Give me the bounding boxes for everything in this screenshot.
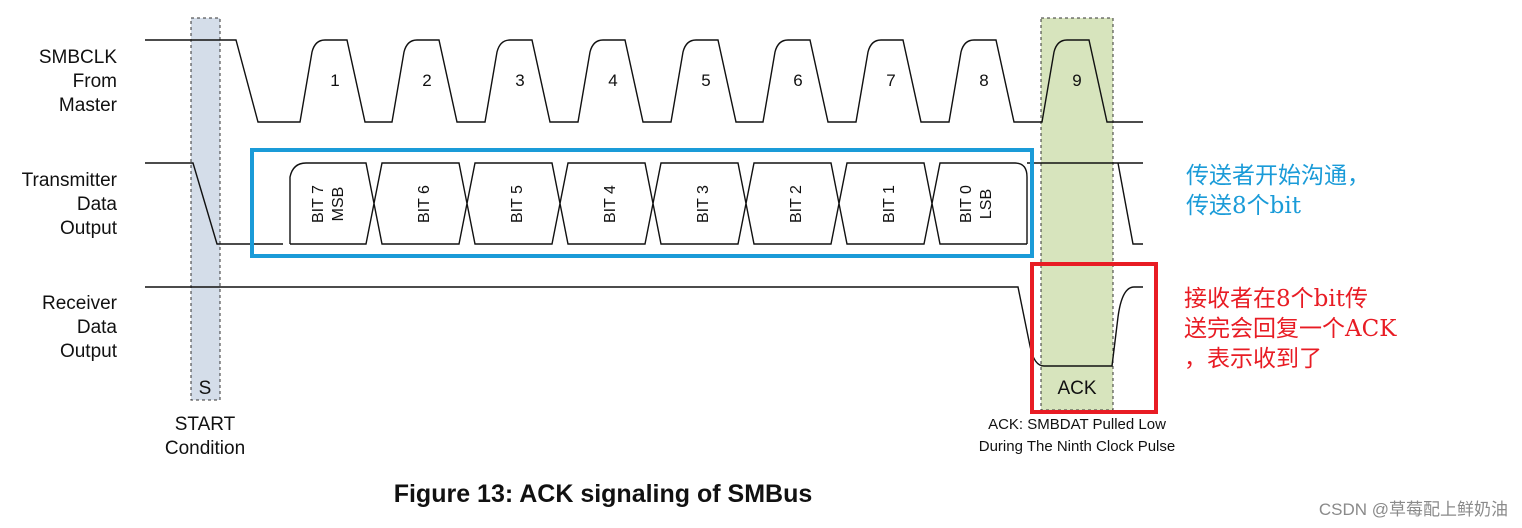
svg-text:START: START [175, 414, 236, 435]
svg-text:From: From [73, 71, 117, 92]
svg-text:Data: Data [77, 317, 118, 338]
clock-pulse-numbers: 1 2 3 4 5 6 7 8 9 [330, 71, 1081, 90]
clock-pulse-number: 3 [515, 71, 524, 90]
ack-description-label: ACK: SMBDAT Pulled Low During The Ninth … [979, 416, 1175, 455]
receiver-label: Receiver Data Output [42, 293, 118, 362]
transmitter-note: 传送者开始沟通， 传送8个bit [1186, 163, 1370, 219]
receiver-ack-highlight-box [1030, 262, 1158, 414]
clock-pulse-number: 2 [422, 71, 431, 90]
svg-text:BIT 7: BIT 7 [310, 185, 327, 223]
receiver-waveform [145, 286, 1143, 367]
svg-text:ACK: SMBDAT Pulled Low: ACK: SMBDAT Pulled Low [988, 416, 1166, 433]
svg-text:BIT 6: BIT 6 [416, 185, 433, 223]
svg-text:，表示收到了: ，表示收到了 [1184, 346, 1322, 372]
svg-text:Data: Data [77, 194, 118, 215]
clock-pulse-number: 5 [701, 71, 710, 90]
transmitter-label: Transmitter Data Output [22, 170, 118, 239]
watermark: CSDN @草莓配上鲜奶油 [1319, 500, 1508, 519]
svg-text:SMBCLK: SMBCLK [39, 47, 117, 68]
svg-text:BIT 4: BIT 4 [602, 185, 619, 223]
svg-text:BIT 1: BIT 1 [881, 185, 898, 223]
svg-text:During The Ninth Clock Pulse: During The Ninth Clock Pulse [979, 438, 1175, 455]
svg-text:Output: Output [60, 218, 118, 239]
svg-text:Master: Master [59, 95, 118, 116]
svg-text:传送8个bit: 传送8个bit [1186, 193, 1302, 219]
svg-text:MSB: MSB [330, 187, 347, 222]
clock-pulse-number: 8 [979, 71, 988, 90]
bit-label: BIT 6 [416, 185, 433, 223]
svg-text:BIT 3: BIT 3 [695, 185, 712, 223]
svg-text:BIT 0: BIT 0 [958, 185, 975, 223]
bit-label: BIT 2 [788, 185, 805, 223]
svg-text:LSB: LSB [978, 189, 995, 219]
transmitter-waveform [145, 162, 1143, 245]
transmitter-highlight-box [250, 148, 1034, 258]
transmitter-wave-segment [1117, 162, 1143, 245]
clock-pulse-number: 7 [886, 71, 895, 90]
start-condition-label: START Condition [165, 414, 245, 459]
ack-band [1040, 17, 1114, 411]
svg-text:送完会回复一个ACK: 送完会回复一个ACK [1184, 316, 1397, 342]
svg-text:接收者在8个bit传: 接收者在8个bit传 [1184, 286, 1368, 312]
bit-label: BIT 1 [881, 185, 898, 223]
svg-text:BIT 2: BIT 2 [788, 185, 805, 223]
clock-pulse-number: 6 [793, 71, 802, 90]
clock-pulse-number: 9 [1072, 71, 1081, 90]
clock-pulse-number: 4 [608, 71, 617, 90]
receiver-note: 接收者在8个bit传 送完会回复一个ACK ，表示收到了 [1184, 286, 1397, 372]
figure-caption: Figure 13: ACK signaling of SMBus [394, 480, 813, 508]
transmitter-wave-segment [290, 203, 1027, 245]
transmitter-wave-segment [289, 162, 1028, 244]
start-marker: S [199, 378, 212, 399]
smbclk-waveform [145, 39, 1143, 123]
svg-text:BIT 5: BIT 5 [509, 185, 526, 223]
bit-label: BIT 3 [695, 185, 712, 223]
bit-label: BIT 5 [509, 185, 526, 223]
ack-marker: ACK [1057, 378, 1096, 399]
svg-text:Receiver: Receiver [42, 293, 118, 314]
svg-text:Transmitter: Transmitter [22, 170, 118, 191]
clock-pulse-number: 1 [330, 71, 339, 90]
smbclk-label: SMBCLK From Master [39, 47, 118, 116]
bit-label: BIT 4 [602, 185, 619, 223]
svg-text:Output: Output [60, 341, 118, 362]
svg-text:传送者开始沟通，: 传送者开始沟通， [1186, 163, 1370, 189]
svg-text:Condition: Condition [165, 438, 245, 459]
start-condition-band [190, 17, 221, 401]
